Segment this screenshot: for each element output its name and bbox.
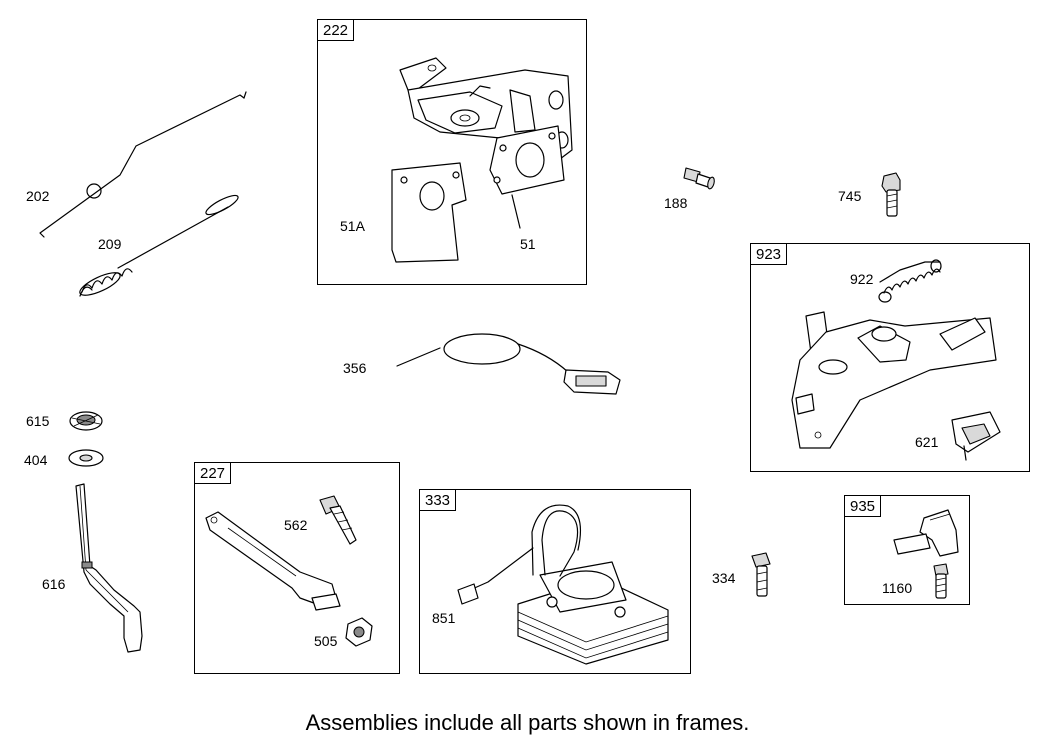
label-616: 616	[42, 576, 66, 592]
assembly-frame-333: 333	[419, 489, 691, 674]
screw-188	[683, 167, 715, 190]
assembly-frame-935: 935	[844, 495, 970, 605]
armature-333	[457, 504, 669, 665]
bolt-334	[751, 552, 771, 597]
label-621: 621	[915, 434, 939, 450]
label-745: 745	[838, 188, 862, 204]
gasket-51	[489, 125, 565, 229]
control-bracket-923	[791, 261, 997, 449]
assembly-frame-923: 923	[750, 243, 1030, 472]
spring-922	[878, 259, 942, 303]
nut-615	[69, 411, 103, 431]
shaft-616	[75, 483, 143, 653]
bracket-935	[893, 509, 959, 557]
governor-link-202	[39, 91, 247, 238]
label-1160: 1160	[882, 580, 913, 596]
label-356: 356	[343, 360, 367, 376]
gasket-51A	[391, 162, 467, 263]
frame-tag-923: 923	[751, 244, 788, 265]
label-209: 209	[98, 236, 122, 252]
frame-tag-227: 227	[195, 463, 232, 484]
label-51A: 51A	[340, 218, 365, 234]
washer-404	[68, 449, 104, 467]
clip-621	[951, 411, 1001, 461]
label-202: 202	[26, 188, 50, 204]
assembly-frame-227: 227	[194, 462, 400, 674]
assembly-frame-222: 222	[317, 19, 587, 285]
label-922: 922	[850, 271, 874, 287]
spring-link-209	[79, 194, 239, 297]
label-562: 562	[284, 517, 308, 533]
governor-arm-227	[205, 511, 341, 611]
label-505: 505	[314, 633, 338, 649]
label-851: 851	[432, 610, 456, 626]
label-404: 404	[24, 452, 48, 468]
bolt-562	[319, 495, 357, 545]
frame-tag-333: 333	[420, 490, 457, 511]
diagram-caption: Assemblies include all parts shown in fr…	[305, 710, 750, 735]
screw-1160	[933, 563, 949, 599]
label-51: 51	[520, 236, 536, 252]
frame-tag-222: 222	[318, 20, 355, 41]
label-334: 334	[712, 570, 736, 586]
bolt-745	[881, 172, 901, 217]
label-615: 615	[26, 413, 50, 429]
label-188: 188	[664, 195, 688, 211]
frame-tag-935: 935	[845, 496, 882, 517]
ground-wire-356	[396, 333, 621, 395]
nut-505	[345, 617, 373, 647]
